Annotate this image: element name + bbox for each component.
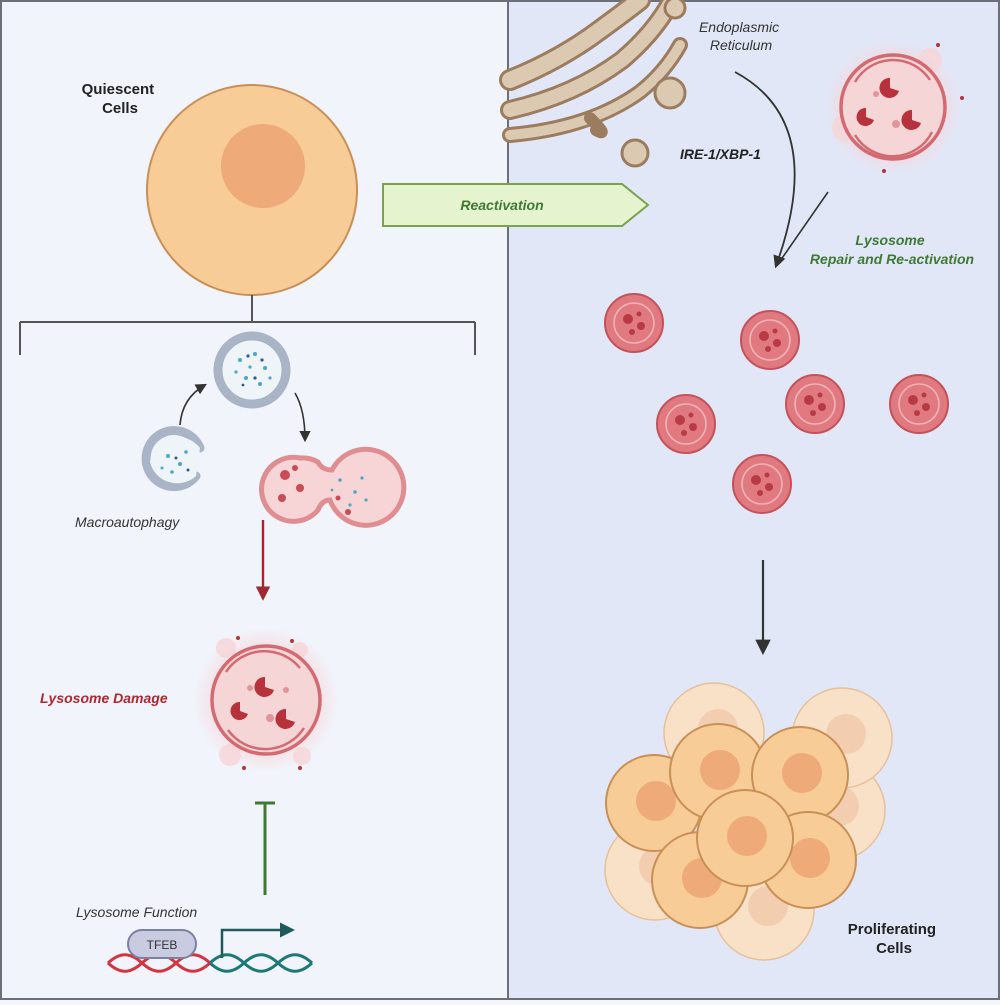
healthy-lysosome	[889, 374, 949, 434]
phagophore	[141, 426, 205, 492]
proliferating-cell	[696, 789, 794, 887]
reactivation-label: Reactivation	[460, 197, 543, 213]
damaged-lysosome-right	[825, 39, 964, 175]
phagophore-to-autophagosome-arrow	[179, 383, 207, 426]
tfeb-protein: TFEB	[127, 929, 197, 959]
ire1-xbp1-arrow	[734, 71, 796, 269]
healthy-lysosome	[785, 374, 845, 434]
lysosome-function-label: Lysosome Function	[76, 904, 197, 920]
inhibition-arrow	[255, 801, 275, 895]
healthy-lysosome	[740, 310, 800, 370]
healthy-lysosome	[604, 293, 664, 353]
endoplasmic-reticulum	[499, 0, 688, 168]
autophagosome	[213, 331, 291, 409]
proliferating-cell	[751, 726, 849, 824]
er-label: Endoplasmic Reticulum	[699, 19, 783, 53]
convergent-arrow	[777, 191, 829, 265]
healthy-lysosome	[732, 454, 792, 514]
tfeb-label: TFEB	[147, 938, 178, 952]
healthy-lysosomes	[604, 293, 949, 514]
transcription-arrow	[220, 922, 295, 958]
damaged-lysosome	[194, 628, 338, 772]
healthy-lysosome	[656, 394, 716, 454]
quiescent-cell	[146, 84, 358, 296]
dna-helix	[106, 953, 314, 973]
proliferating-cell-cluster	[604, 682, 893, 961]
lysosome-repair-label: Lysosome Repair and Re-activation	[810, 232, 974, 267]
macroautophagy-label: Macroautophagy	[75, 514, 180, 530]
branch-bracket	[19, 295, 476, 355]
lysosome-damage-label: Lysosome Damage	[40, 690, 168, 706]
reactivation-arrow: Reactivation	[382, 183, 650, 227]
autophagosome-to-fusion-arrow	[294, 392, 311, 443]
quiescent-label: Quiescent Cells	[82, 81, 159, 117]
ire1-xbp1-label: IRE-1/XBP-1	[680, 146, 761, 162]
quiescent-nucleus	[221, 124, 305, 208]
autolysosome-fusion	[259, 446, 407, 528]
proliferating-label: Proliferating Cells	[848, 921, 941, 957]
